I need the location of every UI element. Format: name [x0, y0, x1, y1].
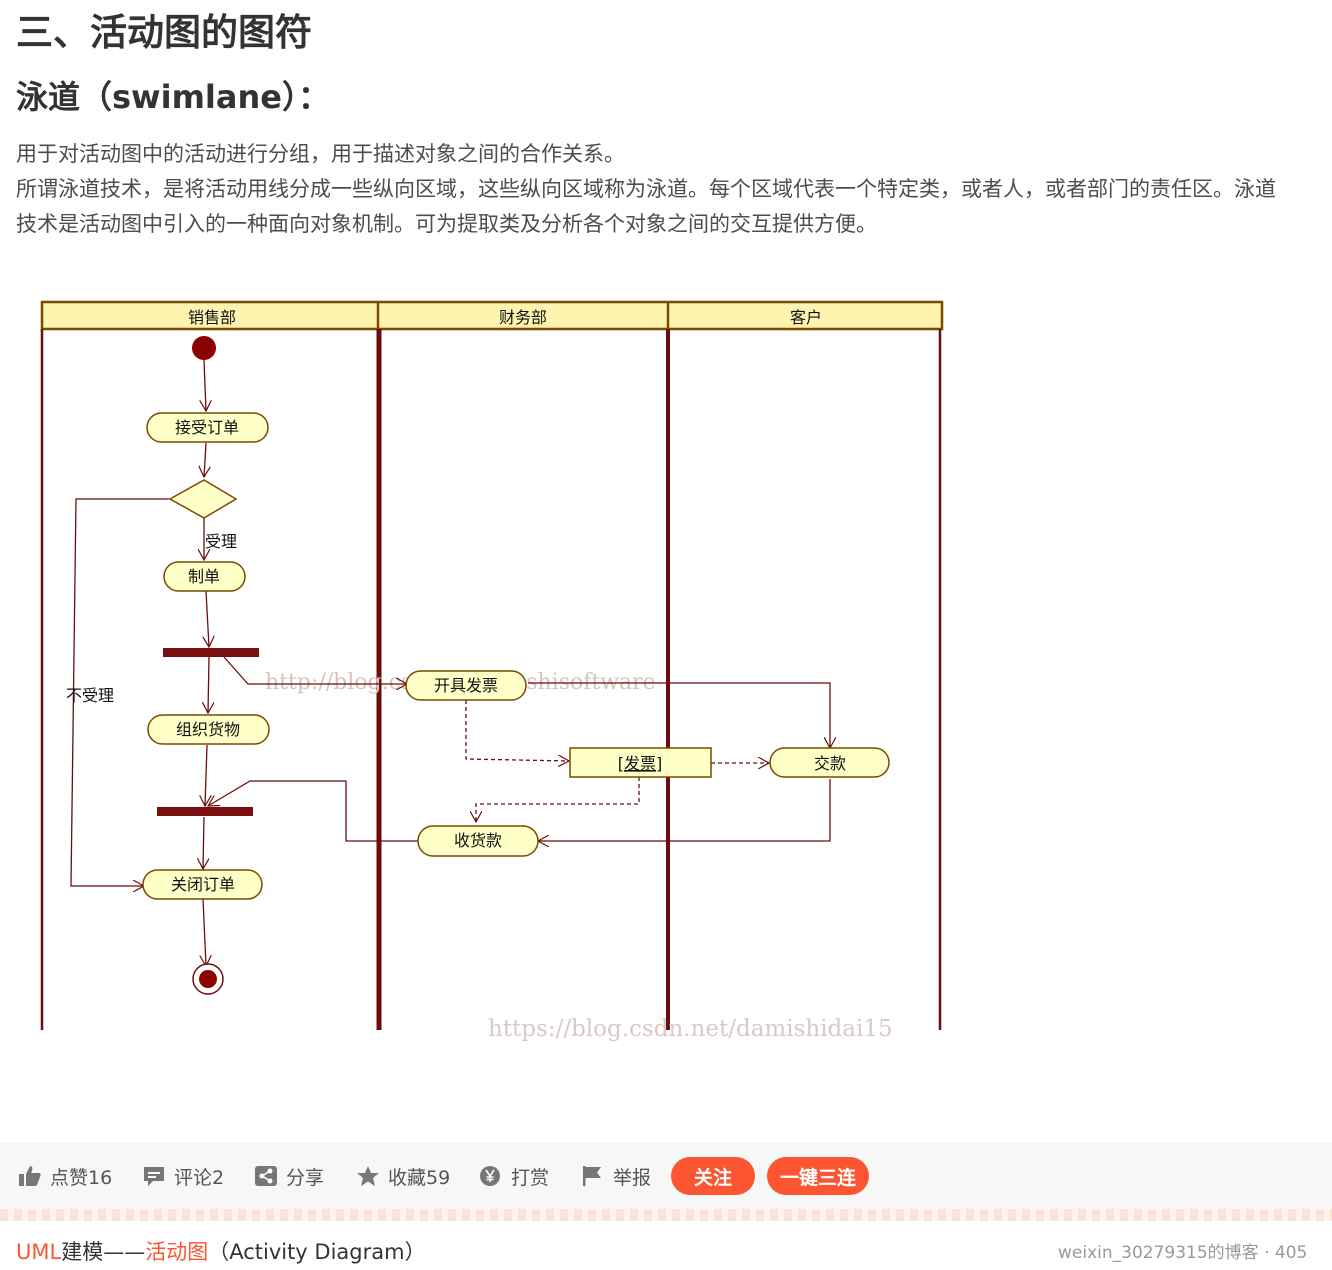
- activity-accept-order: [146, 412, 269, 443]
- activity-receive-payment: [417, 825, 539, 857]
- fork-bar: [163, 648, 259, 657]
- activity-pay: [769, 747, 890, 778]
- related-title-highlight-activity: 活动图: [145, 1240, 209, 1264]
- yen-icon: [480, 1166, 500, 1186]
- like-label: 点赞16: [50, 1166, 113, 1189]
- collect-label: 收藏59: [388, 1166, 451, 1189]
- lane-header-bar: [40, 300, 944, 331]
- object-invoice-label: [发票]: [618, 754, 663, 773]
- decision-node: [168, 479, 238, 519]
- related-article-link[interactable]: UML建模——活动图（Activity Diagram）: [16, 1236, 426, 1266]
- guard-accept: 受理: [205, 532, 237, 551]
- reward-button[interactable]: 打赏: [479, 1143, 549, 1209]
- related-title-part: （Activity Diagram）: [208, 1240, 426, 1264]
- paragraph-3: 技术是活动图中引入的一种面向对象机制。可为提取类及分析各个对象之间的交互提供方便…: [16, 212, 877, 236]
- activity-organize-goods: [147, 714, 270, 745]
- triple-action-button[interactable]: 一键三连: [767, 1157, 869, 1195]
- collect-button[interactable]: 收藏59: [356, 1143, 450, 1209]
- activity-make-order-label: 制单: [188, 567, 220, 586]
- activity-organize-goods-label: 组织货物: [176, 720, 240, 739]
- watermark-bottom: https://blog.csdn.net/damishidai15: [488, 1016, 893, 1042]
- reward-label: 打赏: [511, 1166, 550, 1189]
- paragraph-1: 用于对活动图中的活动进行分组，用于描述对象之间的合作关系。: [16, 142, 625, 166]
- flag-icon: [583, 1166, 601, 1186]
- activity-close-order-label: 关闭订单: [171, 875, 235, 894]
- activity-receive-payment-label: 收货款: [454, 831, 502, 850]
- activity-accept-order-label: 接受订单: [175, 418, 239, 437]
- article-action-toolbar: 点赞16 评论2 分享 收藏59 打赏: [0, 1143, 1332, 1209]
- section-heading: 三、活动图的图符: [16, 11, 312, 54]
- subsection-heading: 泳道（swimlane）：: [16, 78, 330, 116]
- report-button[interactable]: 举报: [581, 1143, 651, 1209]
- lane-finance: 财务部: [499, 308, 547, 327]
- object-invoice: [569, 747, 712, 778]
- activity-make-order: [163, 561, 246, 592]
- share-icon: [255, 1166, 277, 1186]
- lane-customer: 客户: [790, 308, 822, 327]
- related-title-highlight-uml: UML: [16, 1240, 62, 1264]
- activity-close-order: [142, 869, 263, 900]
- divider-stripe: [0, 1209, 1332, 1221]
- follow-button[interactable]: 关注: [671, 1157, 755, 1195]
- initial-node: [192, 336, 216, 360]
- activity-issue-invoice-label: 开具发票: [434, 676, 498, 695]
- related-article-meta: weixin_30279315的博客 · 405: [1058, 1243, 1308, 1263]
- paragraph-2: 所谓泳道技术，是将活动用线分成一些纵向区域，这些纵向区域称为泳道。每个区域代表一…: [16, 177, 1276, 201]
- lane-sales: 销售部: [188, 308, 236, 327]
- thumbs-up-icon: [19, 1166, 41, 1186]
- star-icon: [357, 1166, 379, 1186]
- swimlane-activity-diagram: 销售部 财务部 客户 http://blog.csdn.net/qiushiso…: [40, 300, 944, 1042]
- comment-label: 评论2: [174, 1166, 225, 1189]
- activity-pay-label: 交款: [814, 754, 846, 773]
- guard-reject: 不受理: [66, 686, 114, 705]
- like-button[interactable]: 点赞16: [18, 1143, 112, 1209]
- share-button[interactable]: 分享: [254, 1143, 324, 1209]
- activity-issue-invoice: [405, 670, 527, 701]
- report-label: 举报: [613, 1166, 652, 1189]
- comment-icon: [144, 1167, 164, 1186]
- related-title-part: 建模——: [61, 1240, 146, 1264]
- share-label: 分享: [286, 1166, 325, 1189]
- comment-button[interactable]: 评论2: [142, 1143, 224, 1209]
- join-bar: [157, 807, 253, 816]
